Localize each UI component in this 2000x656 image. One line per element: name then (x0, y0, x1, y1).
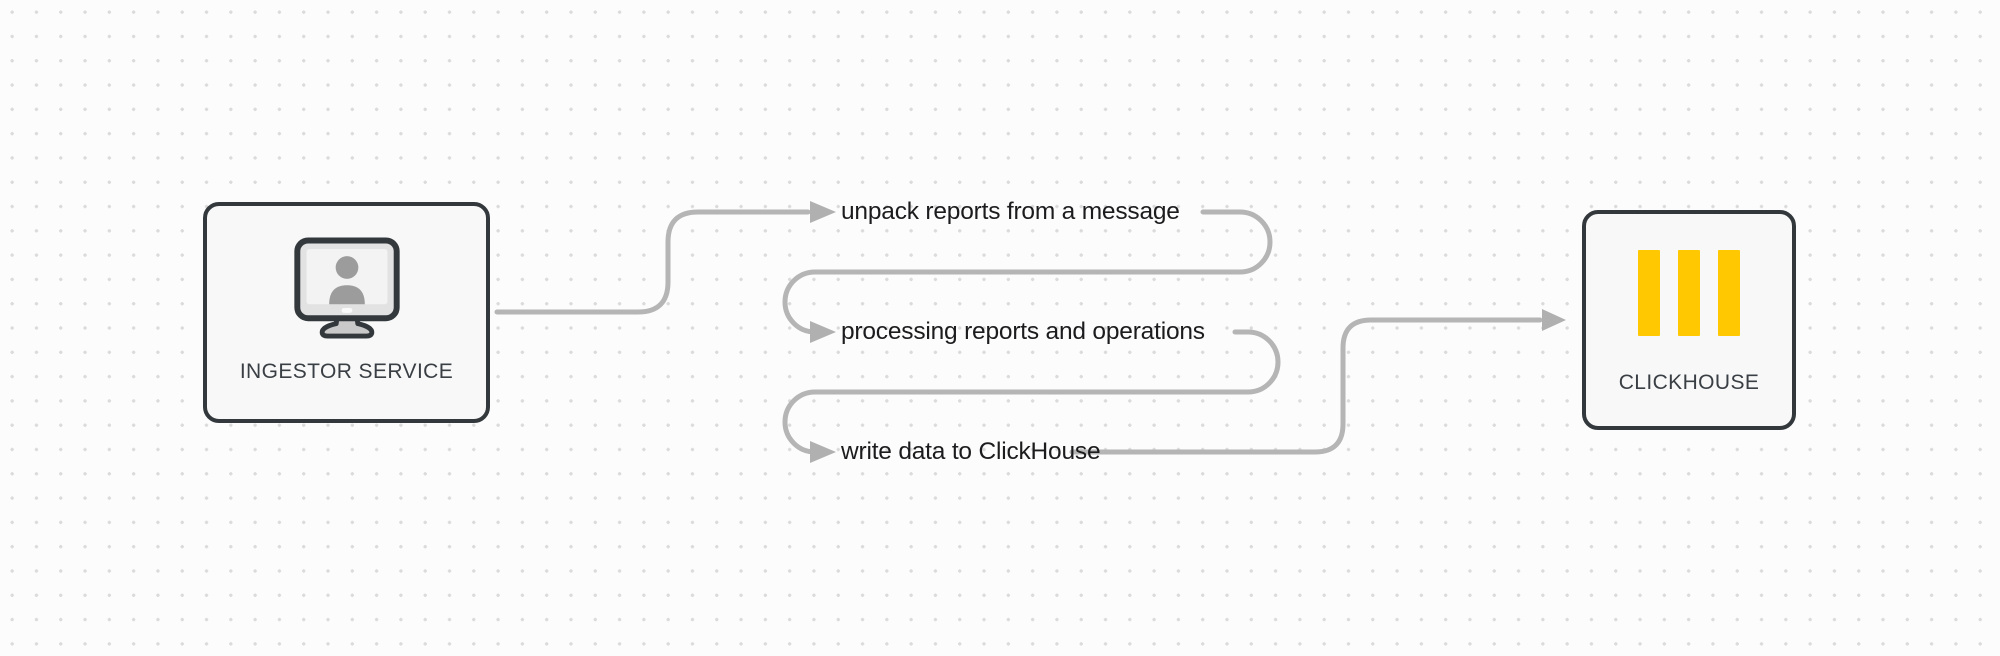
monitor-power-notch (341, 307, 352, 313)
connector-step3-to-clickhouse (1069, 317, 1543, 455)
step-label-processing: processing reports and operations (841, 318, 1205, 345)
user-monitor-icon (293, 237, 400, 339)
ingestor-service-node: INGESTOR SERVICE (203, 202, 490, 423)
arrowhead-step1-icon (810, 201, 836, 223)
person-silhouette-icon (328, 256, 365, 305)
step-label-unpack: unpack reports from a message (841, 198, 1180, 225)
arrowhead-clickhouse-icon (1542, 309, 1566, 331)
clickhouse-bar (1718, 250, 1740, 336)
clickhouse-bar (1678, 250, 1700, 336)
arrowhead-step3-icon (810, 441, 836, 463)
clickhouse-label: CLICKHOUSE (1618, 371, 1760, 394)
connector-ingestor-to-step1 (494, 209, 811, 315)
monitor-stand (319, 313, 374, 339)
step-label-write: write data to ClickHouse (841, 438, 1101, 465)
clickhouse-node: CLICKHOUSE (1582, 210, 1796, 430)
connector-step1-to-step2 (782, 209, 1273, 335)
clickhouse-bars-icon (1638, 250, 1740, 336)
connector-step2-to-step3 (782, 329, 1281, 455)
clickhouse-bar (1638, 250, 1660, 336)
ingestor-service-label: INGESTOR SERVICE (239, 360, 454, 383)
arrowhead-step2-icon (810, 321, 836, 343)
